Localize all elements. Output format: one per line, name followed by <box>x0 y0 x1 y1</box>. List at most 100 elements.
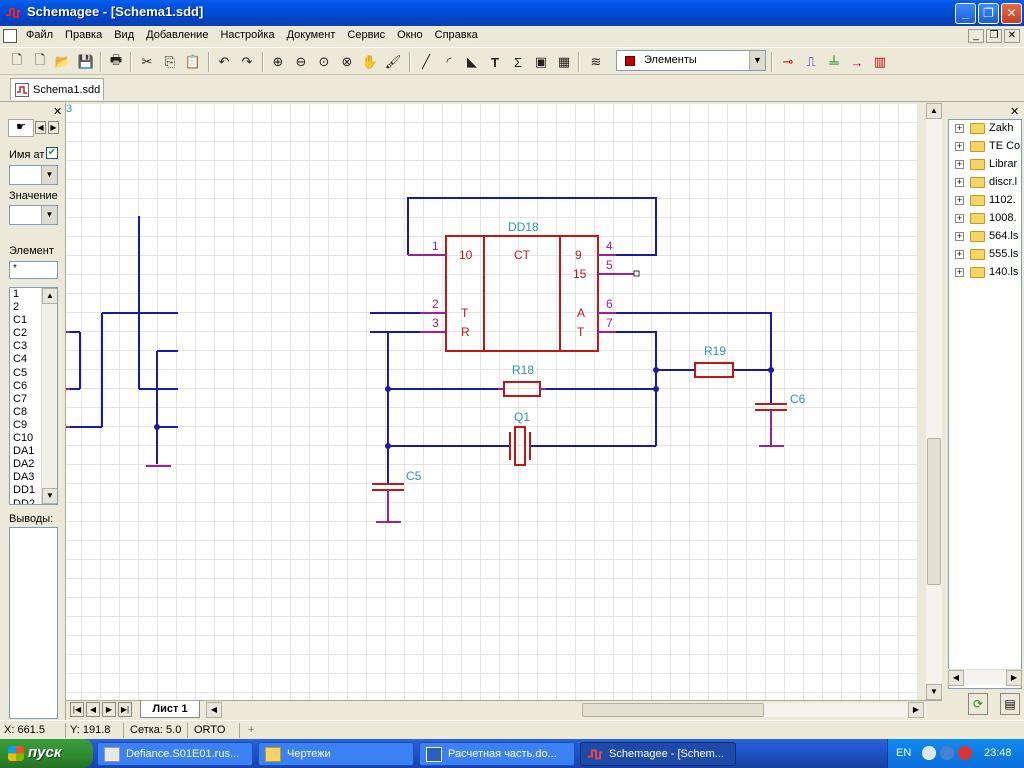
expand-plus-icon[interactable]: + <box>955 213 964 223</box>
paste-icon[interactable]: 📋 <box>184 54 202 69</box>
list-item[interactable]: 2 <box>13 301 20 314</box>
resistor-r18[interactable]: R18 <box>498 363 546 397</box>
sheet-tab-1[interactable]: Лист 1 <box>140 701 200 718</box>
pins-list[interactable] <box>9 527 58 719</box>
expand-plus-icon[interactable]: + <box>955 141 964 151</box>
restore-button[interactable]: ❐ <box>978 3 999 24</box>
snap-plus-icon[interactable]: + <box>248 724 255 736</box>
save-icon[interactable]: 💾 <box>77 54 95 69</box>
expand-plus-icon[interactable]: + <box>955 159 964 169</box>
security-alert-icon[interactable] <box>958 746 972 760</box>
list-item[interactable]: C2 <box>13 327 28 340</box>
element-filter-input[interactable]: * <box>9 261 58 279</box>
layers-icon[interactable]: ≋ <box>590 54 602 69</box>
canvas-horizontal-scrollbar[interactable] <box>582 703 926 717</box>
pin-tool-icon[interactable]: ⊸ <box>782 54 794 69</box>
tree-node[interactable]: +1008. <box>949 210 1021 228</box>
library-settings-icon[interactable]: ▤ <box>1000 693 1020 715</box>
language-indicator[interactable]: EN <box>896 747 912 759</box>
tab-schema1[interactable]: Schema1.sdd <box>10 78 104 100</box>
menu-edit[interactable]: Правка <box>65 29 103 41</box>
close-icon[interactable]: ✕ <box>1010 106 1020 118</box>
chevron-down-icon[interactable]: ▼ <box>41 166 57 184</box>
chevron-down-icon[interactable]: ▼ <box>749 51 765 70</box>
open-folder-icon[interactable]: 📂 <box>54 54 72 69</box>
task-drawings[interactable]: Чертежи <box>258 742 414 766</box>
next-sheet-icon[interactable]: ▶ <box>102 702 116 717</box>
scroll-down-icon[interactable]: ▼ <box>42 488 57 504</box>
expand-plus-icon[interactable]: + <box>955 177 964 187</box>
list-item[interactable]: 1 <box>13 288 20 300</box>
sigma-icon[interactable]: Σ <box>513 54 523 70</box>
task-defiance[interactable]: Defiance.S01E01.rus... <box>97 742 253 766</box>
expand-plus-icon[interactable]: + <box>955 195 964 205</box>
capacitor-c5[interactable]: C5 <box>372 469 422 523</box>
tree-node[interactable]: +140.ls <box>949 264 1021 282</box>
tray-back-icon[interactable] <box>922 746 936 760</box>
list-item[interactable]: C3 <box>13 340 28 353</box>
close-button[interactable]: ✕ <box>1001 3 1022 24</box>
task-word-doc[interactable]: Расчетная часть.do... <box>419 742 575 766</box>
tree-node[interactable]: +Librar <box>949 156 1021 174</box>
scroll-up-icon[interactable]: ▲ <box>926 103 942 119</box>
expand-plus-icon[interactable]: + <box>955 249 964 259</box>
scroll-down-icon[interactable]: ▼ <box>926 684 942 700</box>
properties-tab-icon[interactable]: ☛ <box>8 119 34 137</box>
zoom-area-icon[interactable]: ⊗ <box>341 54 353 69</box>
tree-node[interactable]: +564.ls <box>949 228 1021 246</box>
copy-icon[interactable]: ⎘ <box>164 54 176 69</box>
value-combo[interactable]: ▼ <box>9 205 58 225</box>
chip-dd18[interactable]: DD18 CT 1 2 3 10 T R 4 5 6 7 9 15 A T <box>408 220 640 352</box>
scroll-left-icon[interactable]: ◀ <box>948 670 964 686</box>
menu-help[interactable]: Справка <box>434 29 478 41</box>
text-tool-icon[interactable]: T <box>491 54 499 70</box>
cut-icon[interactable]: ✂ <box>141 54 153 69</box>
list-item[interactable]: C4 <box>13 353 28 366</box>
list-item[interactable]: C6 <box>13 379 28 392</box>
new-sheet-icon[interactable]: 🗋 <box>34 52 46 67</box>
wire-tool-icon[interactable]: ⎍ <box>806 54 816 69</box>
library-horizontal-scrollbar[interactable]: ◀ ▶ <box>948 669 1022 686</box>
attr-name-checkbox[interactable]: ✔ <box>46 147 58 159</box>
print-icon[interactable]: 🖶 <box>109 52 123 67</box>
list-item[interactable]: C9 <box>13 418 28 431</box>
redraw-brush-icon[interactable]: 🖌 <box>384 54 402 69</box>
zoom-in-icon[interactable]: ⊕ <box>272 54 284 69</box>
zoom-out-icon[interactable]: ⊖ <box>295 54 307 69</box>
vertical-scroll-thumb[interactable] <box>927 438 941 585</box>
scroll-right-icon[interactable]: ▶ <box>908 702 924 718</box>
menu-service[interactable]: Сервис <box>347 29 386 41</box>
tree-node[interactable]: +discr.l <box>949 174 1021 192</box>
mdi-minimize-button[interactable]: _ <box>968 29 984 43</box>
expand-plus-icon[interactable]: + <box>955 267 964 277</box>
list-item[interactable]: DA3 <box>13 471 35 484</box>
arrow-right-icon[interactable]: ▶ <box>48 121 59 134</box>
horizontal-scroll-thumb[interactable] <box>582 703 764 717</box>
canvas-vertical-scrollbar[interactable]: ▲ ▼ <box>926 103 942 700</box>
list-item[interactable]: C5 <box>13 366 28 379</box>
list-item[interactable]: DA1 <box>13 445 35 458</box>
menu-settings[interactable]: Настройка <box>220 29 275 41</box>
scroll-right-icon[interactable]: ▶ <box>1006 670 1022 686</box>
menu-file[interactable]: Файл <box>26 29 54 41</box>
menu-window[interactable]: Окно <box>397 29 423 41</box>
list-item[interactable]: DD1 <box>13 484 36 497</box>
undo-icon[interactable]: ↶ <box>218 54 230 69</box>
attr-name-combo[interactable]: ▼ <box>9 165 58 185</box>
table-tool-icon[interactable]: ▦ <box>557 54 571 69</box>
arrow-left-icon[interactable]: ◀ <box>35 121 46 134</box>
mdi-restore-button[interactable]: ❐ <box>986 29 1002 43</box>
new-document-icon[interactable]: 🗋 <box>11 52 23 67</box>
scroll-up-icon[interactable]: ▲ <box>42 288 57 304</box>
element-list-scrollbar[interactable]: ▲ ▼ <box>41 288 57 504</box>
list-item[interactable]: C1 <box>13 314 28 327</box>
bus-tool-icon[interactable]: ╧ <box>829 54 839 70</box>
zoom-fit-icon[interactable]: ⊙ <box>318 54 330 69</box>
first-sheet-icon[interactable]: |◀ <box>70 702 84 717</box>
mdi-close-button[interactable]: ✕ <box>1004 29 1020 43</box>
port-tool-icon[interactable]: → <box>850 54 864 70</box>
scroll-left-icon[interactable]: ◀ <box>206 702 222 718</box>
tree-node[interactable]: +Zakh <box>949 120 1021 138</box>
chevron-down-icon[interactable]: ▼ <box>41 206 57 224</box>
